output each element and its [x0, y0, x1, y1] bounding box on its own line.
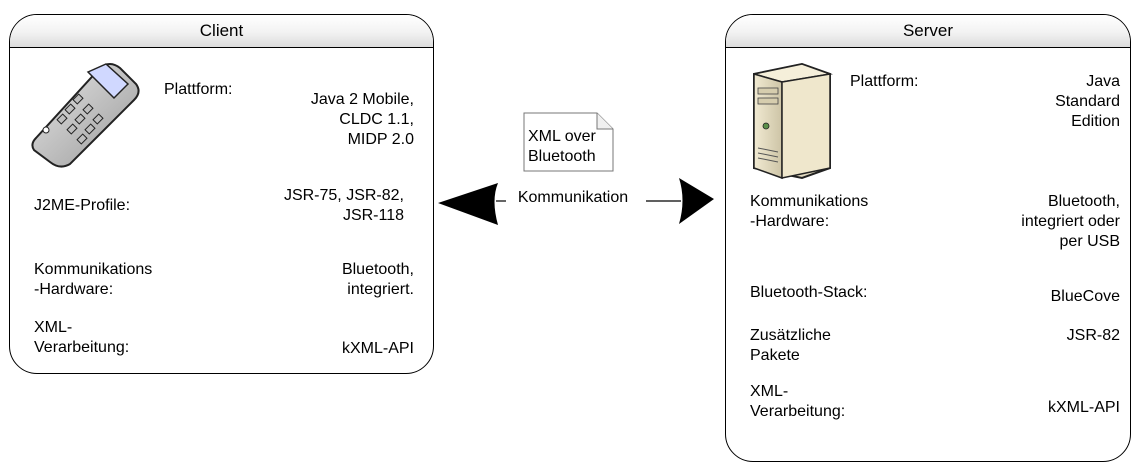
server-row-value: JSR-82: [1066, 327, 1120, 344]
server-row-label: XML- Verarbeitung:: [750, 383, 846, 420]
server-row-value: kXML-API: [1047, 399, 1120, 416]
connection-label: Kommunikation: [506, 188, 640, 208]
server-row-label: Kommunikations -Hardware:: [750, 193, 869, 230]
server-row-label: Zusätzliche Pakete: [750, 327, 831, 364]
arrowhead-right-icon: [679, 178, 714, 224]
server-row-label: Bluetooth-Stack:: [750, 284, 868, 301]
client-row-label: Plattform:: [164, 81, 233, 98]
communication-arrow: [438, 178, 714, 225]
server-row-value: Java Standard Edition: [1055, 73, 1120, 130]
client-row-value: kXML-API: [341, 340, 414, 357]
client-row-label: J2ME-Profile:: [34, 197, 131, 214]
arrowhead-left-icon: [438, 183, 498, 225]
client-row-value: Bluetooth, integriert.: [341, 261, 414, 298]
server-row-value: Bluetooth, integriert oder per USB: [1021, 193, 1120, 250]
server-title: Server: [726, 15, 1130, 48]
client-title: Client: [10, 15, 433, 48]
client-row-label: XML- Verarbeitung:: [34, 319, 130, 356]
mobile-phone-icon: [31, 63, 140, 168]
server-tower-icon: [753, 62, 833, 180]
server-row-label: Plattform:: [850, 73, 919, 90]
note-text: XML over Bluetooth: [528, 128, 596, 165]
note-document-icon: [523, 112, 614, 172]
client-row-value: Java 2 Mobile, CLDC 1.1, MIDP 2.0: [310, 91, 414, 148]
server-row-value: BlueCove: [1050, 288, 1120, 305]
client-row-label: Kommunikations -Hardware:: [34, 261, 153, 298]
client-box: Client: [9, 14, 434, 374]
client-row-value: JSR-75, JSR-82, JSR-118: [283, 187, 404, 224]
